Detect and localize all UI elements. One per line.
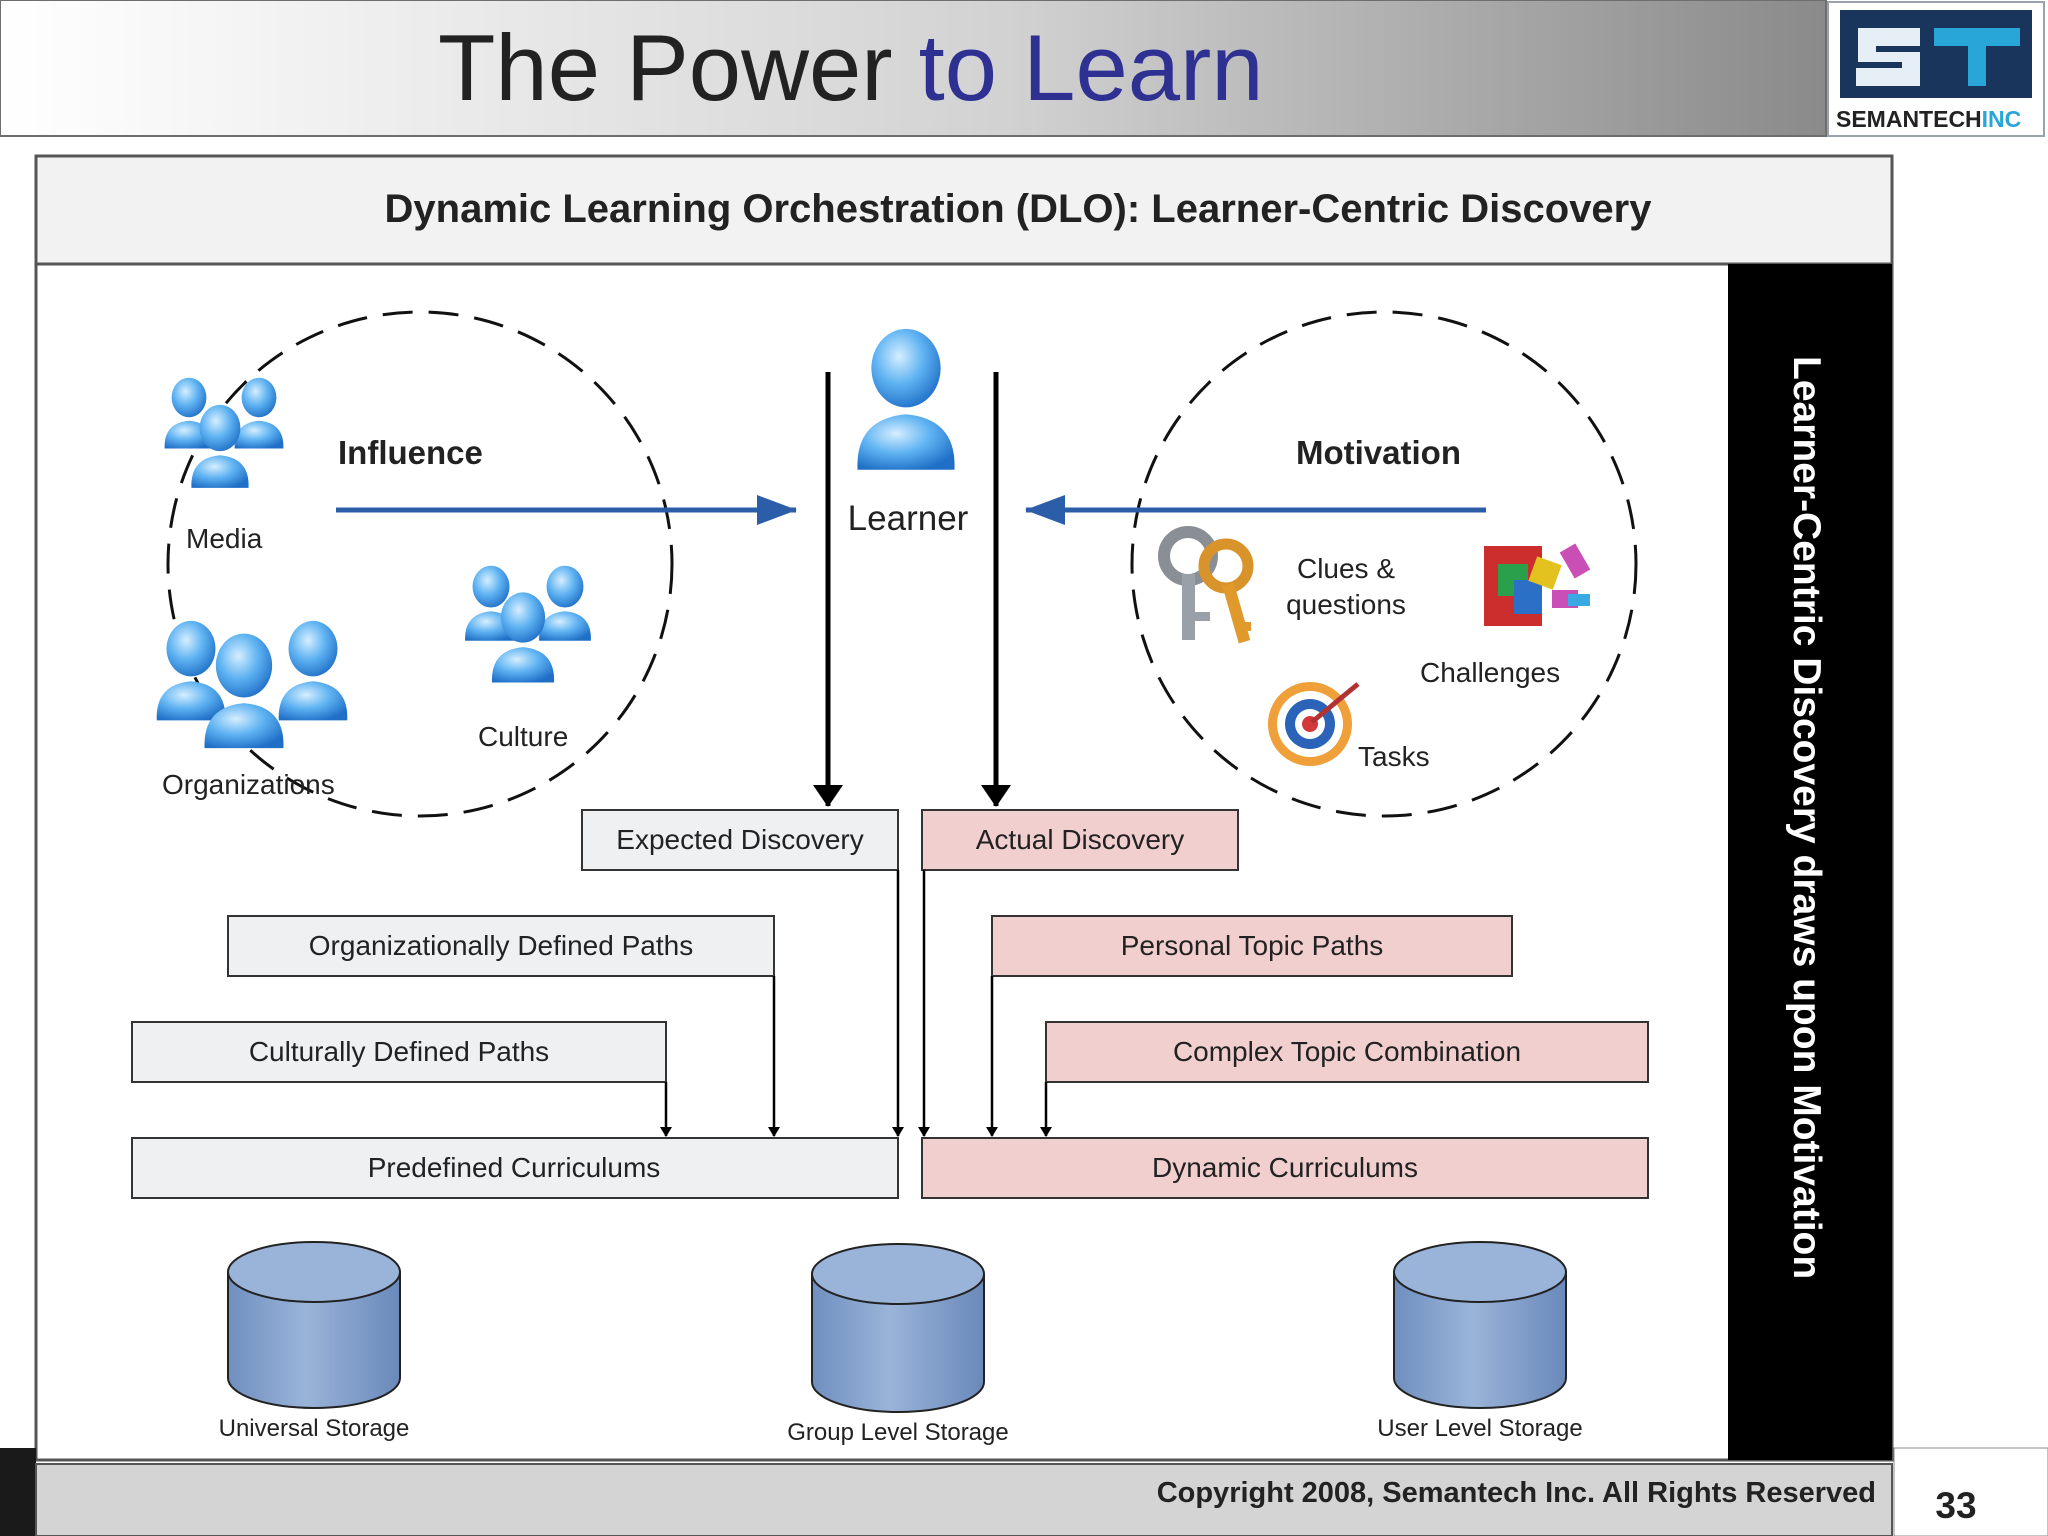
keys-icon [1158,526,1254,644]
clues-label-line1: Clues & [1297,553,1395,584]
title-bar: The Power to Learn [0,0,1827,137]
diagram-frame: Dynamic Learning Orchestration (DLO): Le… [34,154,1894,1462]
challenges-icon [1484,543,1591,626]
universal-storage-label: Universal Storage [219,1415,410,1442]
user-storage-label: User Level Storage [1377,1415,1582,1442]
learner-group: Learner [813,328,1011,807]
target-icon [1268,682,1360,766]
predefined-curriculums-label: Predefined Curriculums [368,1152,661,1183]
personal-topic-paths-box [991,915,1513,977]
copyright-text: Copyright 2008, Semantech Inc. All Right… [1157,1477,1876,1509]
cultural-paths-box [131,1021,667,1083]
media-label: Media [186,523,263,554]
expected-discovery-label: Expected Discovery [616,824,863,855]
group-storage-icon [811,1243,985,1413]
complex-topic-box [1045,1021,1649,1083]
semantech-logo: SEMANTECHINC [1827,1,2045,137]
diagram-header: Dynamic Learning Orchestration (DLO): Le… [385,187,1653,231]
clues-label-line2: questions [1286,589,1406,620]
footer-bar: Copyright 2008, Semantech Inc. All Right… [0,1447,2048,1536]
org-paths-box [227,915,775,977]
organizations-label: Organizations [162,769,335,800]
dynamic-curriculums-box [921,1137,1649,1199]
culture-label: Culture [478,721,568,752]
page-number: 33 [1935,1485,1976,1526]
slide-title: The Power to Learn [438,15,1264,120]
personal-topic-paths-label: Personal Topic Paths [1121,930,1384,961]
connector-arrows [660,870,1052,1137]
motivation-group: Motivation Clues & questions Challenges [1025,310,1638,818]
motivation-label: Motivation [1296,434,1461,471]
side-banner: Learner-Centric Discovery draws upon Mot… [1785,356,1828,1279]
expected-discovery-box [581,809,899,871]
cultural-paths-label: Culturally Defined Paths [249,1036,549,1067]
tasks-label: Tasks [1358,741,1430,772]
actual-discovery-label: Actual Discovery [976,824,1185,855]
dynamic-curriculums-label: Dynamic Curriculums [1152,1152,1418,1183]
actual-discovery-box [921,809,1239,871]
influence-group: Media Organizations Culture Influence [156,310,797,818]
influence-label: Influence [338,434,483,471]
user-storage-icon [1393,1241,1567,1409]
logo-wordmark: SEMANTECHINC [1836,106,2021,132]
predefined-curriculums-box [131,1137,899,1199]
learner-label: Learner [848,499,969,538]
complex-topic-label: Complex Topic Combination [1173,1036,1521,1067]
group-storage-label: Group Level Storage [787,1419,1008,1446]
universal-storage-icon [227,1241,401,1409]
challenges-label: Challenges [1420,657,1560,688]
org-paths-label: Organizationally Defined Paths [309,930,693,961]
